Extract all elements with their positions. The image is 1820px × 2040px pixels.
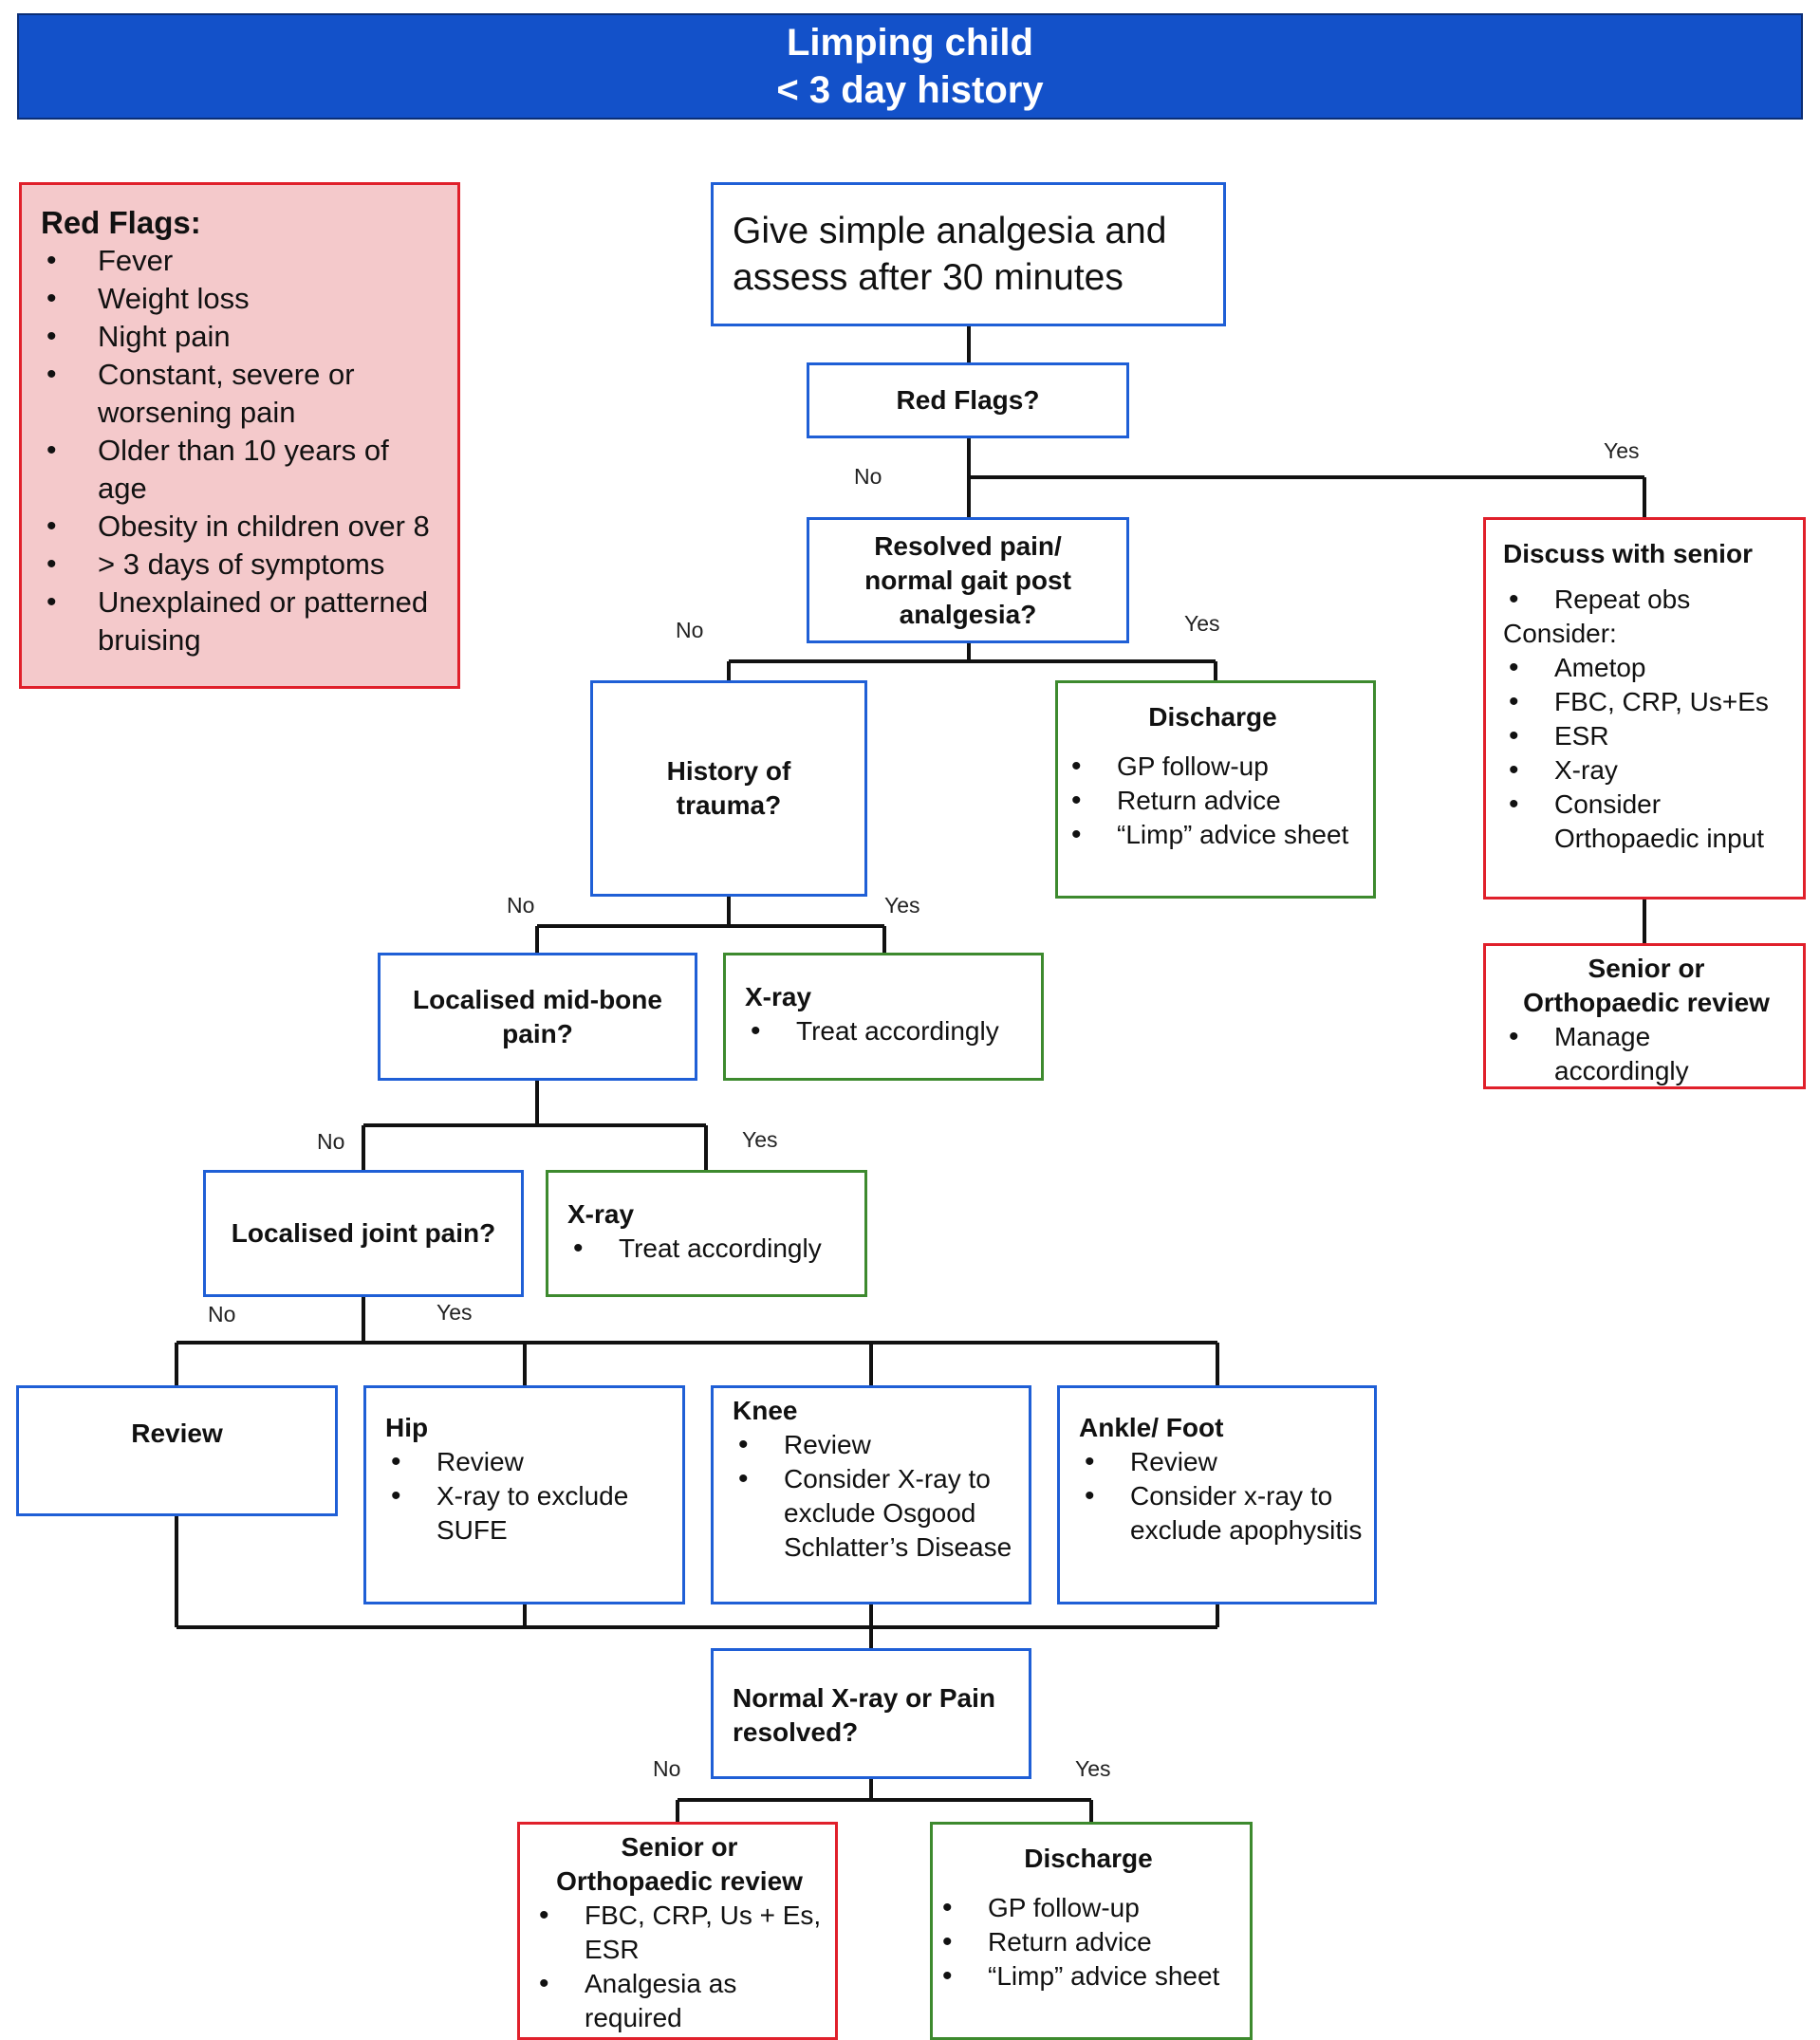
senior-review-top-list: Manage accordingly [1503,1020,1790,1086]
senior-review-bottom-item: Analgesia as required [533,1967,826,2035]
discuss-senior-item: Consider Orthopaedic input [1503,788,1790,856]
red-flag-item: Fever [41,242,442,280]
trauma-question: History of trauma? [590,680,867,897]
edge-label-normal-no: No [653,1756,681,1781]
ankle-foot-node: Ankle/ Foot Review Consider x-ray to exc… [1057,1385,1377,1604]
knee-item: Review [733,1428,1019,1462]
ankle-foot-title: Ankle/ Foot [1079,1413,1224,1442]
discuss-senior-item: Repeat obs [1503,583,1790,617]
red-flags-panel: Red Flags: Fever Weight loss Night pain … [19,182,460,689]
red-flag-item: Unexplained or patterned bruising [41,584,442,659]
edge-label-normal-yes: Yes [1075,1756,1111,1781]
knee-node: Knee Review Consider X-ray to exclude Os… [711,1385,1031,1604]
page-title: Limping child < 3 day history [17,13,1803,120]
xray-midbone-title: X-ray [567,1199,635,1229]
resolved-question: Resolved pain/ normal gait post analgesi… [807,517,1129,643]
review-node: Review [16,1385,338,1516]
discharge-bottom-list: GP follow-up Return advice “Limp” advice… [937,1891,1240,1994]
edge-label-resolved-no: No [676,618,704,642]
discuss-senior-item: Ametop [1503,651,1790,685]
hip-item: X-ray to exclude SUFE [385,1479,673,1548]
normal-xray-question-text: Normal X-ray or Pain resolved? [733,1683,995,1747]
resolved-question-text: Resolved pain/ normal gait post analgesi… [864,530,1071,629]
title-line-1: Limping child [787,22,1033,64]
edge-label-trauma-no: No [507,893,535,918]
edge-label-red-flags-no: No [854,464,882,489]
discuss-senior-consider: Consider: [1503,619,1617,648]
red-flag-item: Weight loss [41,280,442,318]
analgesia-node: Give simple analgesia and assess after 3… [711,182,1226,326]
discharge-top-node: Discharge GP follow-up Return advice “Li… [1055,680,1376,899]
trauma-question-text: History of trauma? [666,756,791,820]
discharge-top-item: “Limp” advice sheet [1066,818,1360,852]
discharge-top-title: Discharge [1148,702,1277,732]
xray-trauma-item: Treat accordingly [745,1014,1028,1048]
hip-title: Hip [385,1413,429,1442]
discuss-senior-node: Discuss with senior Repeat obs Consider:… [1483,517,1806,899]
xray-midbone-node: X-ray Treat accordingly [546,1170,867,1297]
discharge-bottom-item: Return advice [937,1925,1240,1959]
discuss-senior-item: X-ray [1503,753,1790,788]
discharge-top-item: GP follow-up [1066,750,1360,784]
edge-label-trauma-yes: Yes [884,893,920,918]
senior-review-top-title: Senior or Orthopaedic review [1523,954,1770,1017]
red-flag-item: > 3 days of symptoms [41,546,442,584]
senior-review-bottom-list: FBC, CRP, Us + Es, ESR Analgesia as requ… [533,1899,826,2035]
senior-review-top-node: Senior or Orthopaedic review Manage acco… [1483,943,1806,1089]
discuss-senior-item: ESR [1503,719,1790,753]
xray-trauma-list: Treat accordingly [745,1014,1028,1048]
edge-label-resolved-yes: Yes [1184,611,1220,636]
discharge-bottom-item: GP follow-up [937,1891,1240,1925]
red-flags-question: Red Flags? [807,362,1129,438]
edge-label-joint-yes: Yes [436,1300,473,1325]
red-flags-list: Fever Weight loss Night pain Constant, s… [41,242,442,659]
discharge-bottom-item: “Limp” advice sheet [937,1959,1240,1994]
edge-label-midbone-yes: Yes [742,1127,778,1152]
edge-label-joint-no: No [208,1302,236,1326]
discharge-top-item: Return advice [1066,784,1360,818]
xray-midbone-list: Treat accordingly [567,1232,851,1266]
discuss-senior-list-1: Repeat obs [1503,583,1790,617]
edge-label-red-flags-yes: Yes [1604,438,1640,463]
discharge-top-list: GP follow-up Return advice “Limp” advice… [1066,750,1360,852]
red-flag-item: Night pain [41,318,442,356]
midbone-question: Localised mid-bone pain? [378,953,697,1081]
hip-item: Review [385,1445,673,1479]
discharge-bottom-node: Discharge GP follow-up Return advice “Li… [930,1822,1253,2040]
knee-item: Consider X-ray to exclude Osgood Schlatt… [733,1462,1019,1565]
red-flag-item: Older than 10 years of age [41,432,442,508]
review-text: Review [131,1419,223,1448]
senior-review-top-item: Manage accordingly [1503,1020,1790,1086]
xray-trauma-title: X-ray [745,982,812,1011]
senior-review-bottom-title: Senior or Orthopaedic review [556,1832,803,1896]
hip-node: Hip Review X-ray to exclude SUFE [363,1385,685,1604]
senior-review-bottom-node: Senior or Orthopaedic review FBC, CRP, U… [517,1822,838,2040]
title-line-2: < 3 day history [776,69,1044,111]
discuss-senior-title: Discuss with senior [1503,539,1753,568]
joint-question-text: Localised joint pain? [231,1218,496,1248]
red-flags-question-text: Red Flags? [896,385,1040,415]
discuss-senior-list-2: Ametop FBC, CRP, Us+Es ESR X-ray Conside… [1503,651,1790,856]
ankle-foot-list: Review Consider x-ray to exclude apophys… [1079,1445,1365,1548]
ankle-foot-item: Review [1079,1445,1365,1479]
red-flag-item: Constant, severe or worsening pain [41,356,442,432]
red-flag-item: Obesity in children over 8 [41,508,442,546]
xray-trauma-node: X-ray Treat accordingly [723,953,1044,1081]
analgesia-text: Give simple analgesia and assess after 3… [733,211,1167,298]
discuss-senior-item: FBC, CRP, Us+Es [1503,685,1790,719]
normal-xray-question: Normal X-ray or Pain resolved? [711,1648,1031,1779]
ankle-foot-item: Consider x-ray to exclude apophysitis [1079,1479,1365,1548]
red-flags-title: Red Flags: [41,205,201,240]
hip-list: Review X-ray to exclude SUFE [385,1445,673,1548]
knee-title: Knee [733,1396,798,1425]
senior-review-bottom-item: FBC, CRP, Us + Es, ESR [533,1899,826,1967]
xray-midbone-item: Treat accordingly [567,1232,851,1266]
joint-question: Localised joint pain? [203,1170,524,1297]
discharge-bottom-title: Discharge [1024,1844,1153,1873]
edge-label-midbone-no: No [317,1129,345,1154]
midbone-question-text: Localised mid-bone pain? [413,984,662,1048]
knee-list: Review Consider X-ray to exclude Osgood … [733,1428,1019,1565]
